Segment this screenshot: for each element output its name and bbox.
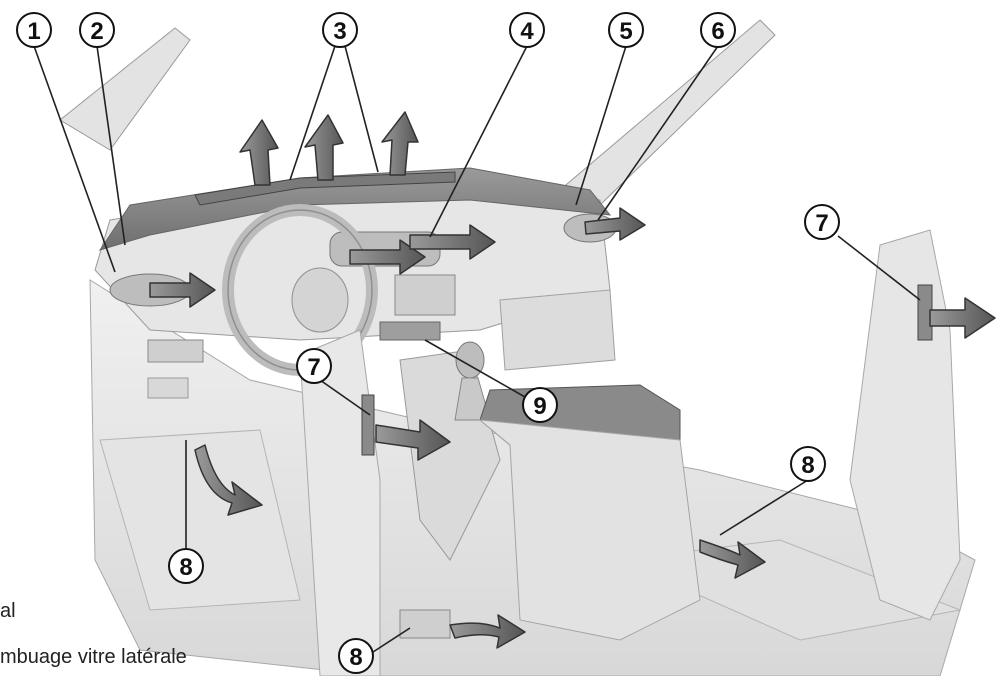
b-pillar-left [299,329,381,677]
svg-text:8: 8 [179,554,192,581]
face-arrow-center-1 [349,239,426,275]
svg-text:7: 7 [307,354,320,381]
callout-9: 9 [522,387,558,423]
svg-text:6: 6 [711,18,724,45]
callouts: 1 2 3 4 5 6 7 7 [16,12,840,674]
callout-2: 2 [79,12,115,48]
leader-lines [33,45,921,653]
svg-text:3: 3 [333,18,346,45]
svg-text:2: 2 [90,18,103,45]
callout-8-left: 8 [168,548,204,584]
b-pillar-right [849,229,961,621]
callout-1: 1 [16,12,52,48]
feet-arrow-right [699,539,766,579]
svg-text:1: 1 [27,18,40,45]
floor-vent-grille [399,609,451,639]
callout-7-right: 7 [804,204,840,240]
callout-3: 3 [322,12,358,48]
airflow-arrows [149,111,996,649]
callout-6: 6 [700,12,736,48]
callout-5: 5 [608,12,644,48]
svg-text:5: 5 [619,18,632,45]
defrost-arrow-right [381,111,419,176]
legend-line-2: mbuage vitre latérale [0,646,187,668]
feet-arrow-left [194,444,263,516]
armrest [478,384,701,641]
svg-text:4: 4 [520,18,534,45]
rear-arrow-pillar-left [375,419,451,461]
face-arrow-right [584,207,646,241]
svg-text:8: 8 [349,644,362,671]
legend-line-1: al [0,600,16,622]
callout-8-right: 8 [790,446,826,482]
callout-8-bottom: 8 [338,638,374,674]
callout-4: 4 [509,12,545,48]
svg-text:9: 9 [533,393,546,420]
svg-text:7: 7 [815,210,828,237]
svg-text:8: 8 [801,452,814,479]
defrost-arrow-left [239,119,279,186]
face-arrow-left [149,272,216,308]
center-console [399,341,501,561]
rear-arrow-pillar-right [929,297,996,339]
feet-arrow-bottom [449,614,526,649]
face-arrow-center-2 [409,224,496,260]
callout-7-center: 7 [296,348,332,384]
defrost-arrow-center [304,114,344,181]
